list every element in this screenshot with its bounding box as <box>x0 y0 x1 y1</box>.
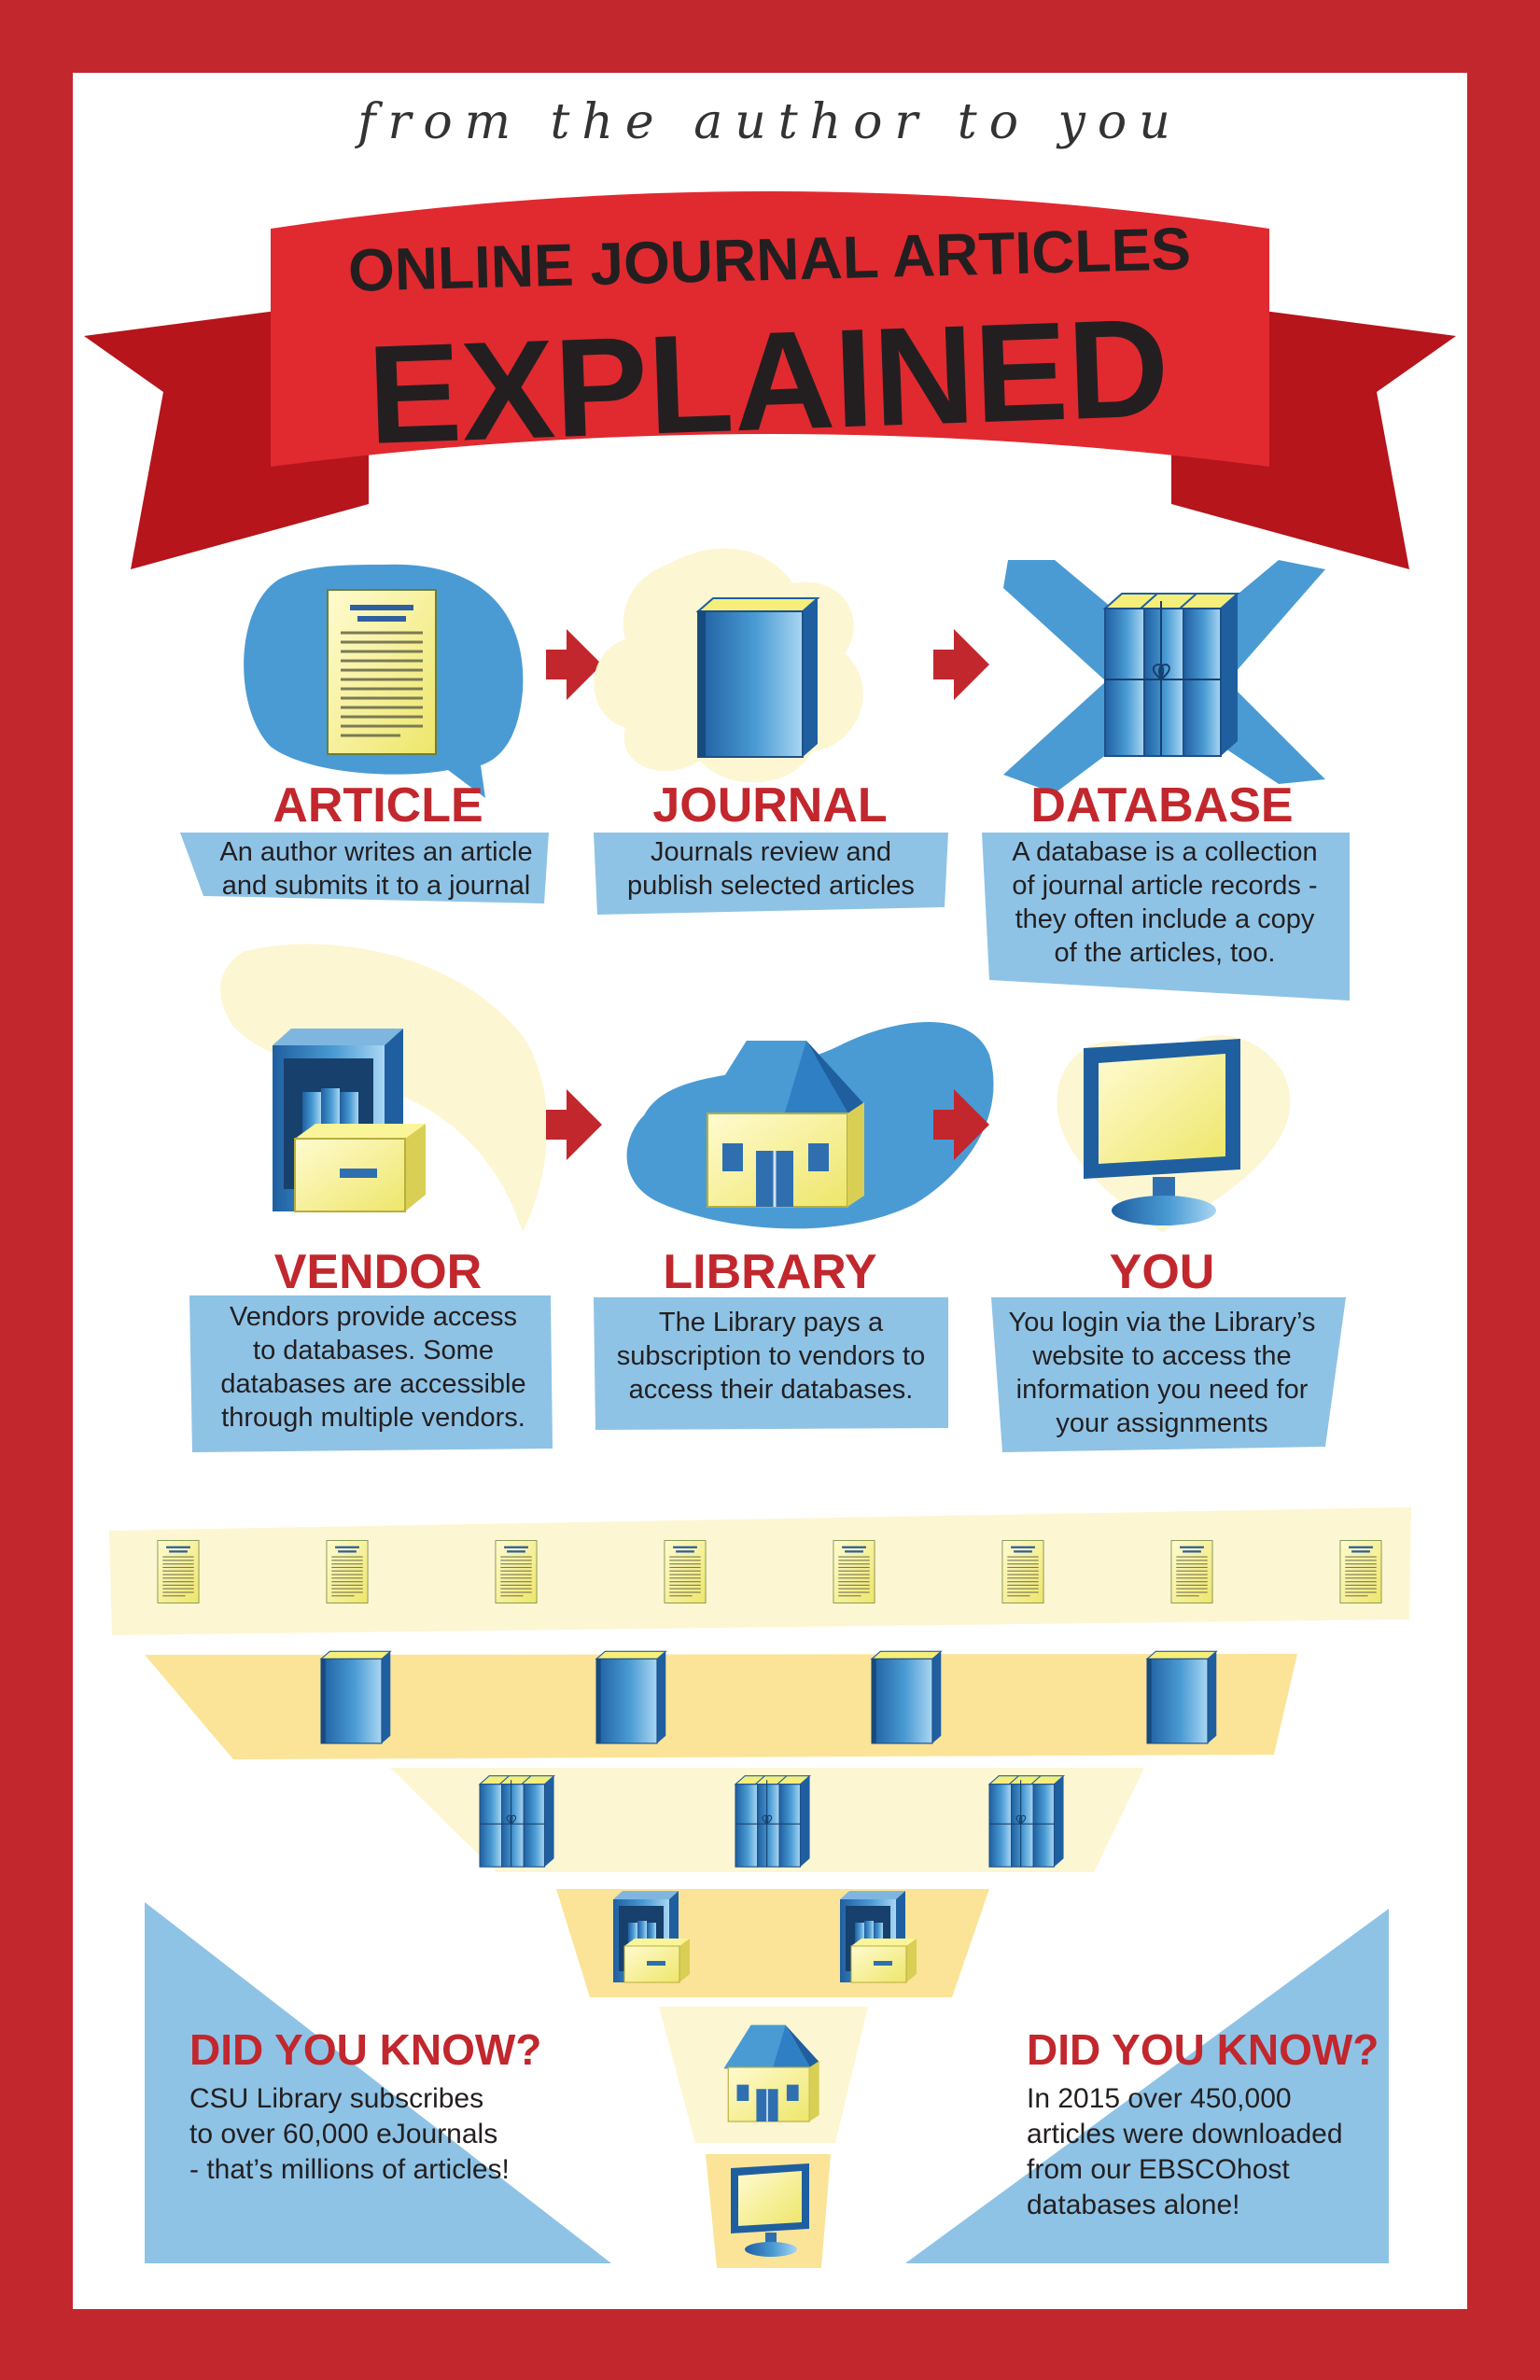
filing-cabinet-icon <box>272 1028 427 1212</box>
step-you: YOU You login via the Library’s website … <box>991 1035 1346 1452</box>
desc-box <box>594 833 948 915</box>
book-icon <box>320 1650 391 1744</box>
desc-line: to databases. Some <box>253 1336 494 1365</box>
desc-box <box>189 1295 553 1452</box>
fact-right: DID YOU KNOW? In 2015 over 450,000 artic… <box>905 1909 1389 2263</box>
document-icon <box>326 1539 369 1604</box>
title-line-2: EXPLAINED <box>365 288 1171 473</box>
book-bundle-icon <box>988 1775 1065 1868</box>
fact-title: DID YOU KNOW? <box>1027 2025 1379 2074</box>
step-library: LIBRARY The Library pays a subscription … <box>594 1022 994 1430</box>
document-icon <box>157 1539 200 1604</box>
desc-box <box>982 833 1350 1001</box>
document-icon <box>664 1539 707 1604</box>
document-icon <box>326 588 438 756</box>
fact-triangle <box>145 1902 611 2263</box>
fact-line: from our EBSCOhost <box>1027 2154 1290 2185</box>
funnel <box>109 1507 1411 2268</box>
fact-line: CSU Library subscribes <box>189 2083 483 2114</box>
title-ribbon: ONLINE JOURNAL ARTICLES EXPLAINED <box>84 191 1456 569</box>
desc-line: and submits it to a journal <box>222 871 530 901</box>
desc-box <box>594 1297 948 1430</box>
step-article: ARTICLE An author writes an article and … <box>180 564 549 903</box>
book-icon <box>1146 1650 1217 1744</box>
filing-cabinet-icon <box>839 1890 917 1983</box>
filing-cabinet-icon <box>612 1890 691 1983</box>
book-icon <box>871 1650 942 1744</box>
desc-line: A database is a collection <box>1012 837 1317 867</box>
fact-title: DID YOU KNOW? <box>189 2025 541 2074</box>
step-title: DATABASE <box>1030 778 1293 833</box>
fact-triangle <box>905 1909 1389 2263</box>
step-journal: JOURNAL Journals review and publish sele… <box>594 548 948 915</box>
desc-line: of the articles, too. <box>1055 938 1276 968</box>
desc-line: website to access the <box>1031 1341 1291 1371</box>
desc-line: publish selected articles <box>627 871 915 901</box>
document-icon <box>495 1539 538 1604</box>
desc-line: access their databases. <box>629 1375 914 1405</box>
fact-line: to over 60,000 eJournals <box>189 2119 497 2149</box>
step-title: ARTICLE <box>273 778 483 833</box>
desc-line: Vendors provide access <box>230 1302 517 1332</box>
document-icon <box>833 1539 875 1604</box>
desc-line: through multiple vendors. <box>221 1403 525 1433</box>
document-icon <box>1001 1539 1044 1604</box>
funnel-band-journals <box>145 1654 1297 1759</box>
funnel-band-articles <box>109 1507 1411 1635</box>
book-icon <box>697 597 819 758</box>
desc-line: You login via the Library’s <box>1009 1308 1316 1337</box>
book-icon <box>595 1650 666 1744</box>
step-vendor: VENDOR Vendors provide access to databas… <box>189 944 553 1452</box>
desc-line: An author writes an article <box>219 837 532 867</box>
step-title: VENDOR <box>274 1245 482 1299</box>
book-bundle-icon <box>1104 593 1239 757</box>
book-bundle-icon <box>479 1775 555 1868</box>
ribbon-banner <box>271 191 1269 467</box>
desc-line: databases are accessible <box>220 1369 525 1399</box>
desc-line: Journals review and <box>651 837 891 867</box>
fact-line: In 2015 over 450,000 <box>1027 2083 1292 2114</box>
fact-left: DID YOU KNOW? CSU Library subscribes to … <box>145 1902 611 2263</box>
fact-line: databases alone! <box>1027 2190 1240 2220</box>
tagline: from the author to you <box>354 94 1182 150</box>
desc-box <box>991 1297 1346 1452</box>
step-database: DATABASE A database is a collection of j… <box>982 560 1350 1001</box>
desc-line: The Library pays a <box>659 1308 884 1337</box>
fact-line: - that’s millions of articles! <box>189 2154 510 2185</box>
step-title: LIBRARY <box>663 1245 876 1299</box>
step-title: JOURNAL <box>652 778 887 833</box>
fact-line: articles were downloaded <box>1027 2119 1343 2149</box>
desc-line: of journal article records - <box>1012 871 1317 901</box>
document-icon <box>1170 1539 1213 1604</box>
desc-line: subscription to vendors to <box>617 1341 925 1371</box>
book-bundle-icon <box>735 1775 811 1868</box>
desc-line: they often include a copy <box>1015 904 1315 934</box>
desc-box <box>180 833 549 903</box>
desc-line: your assignments <box>1056 1408 1267 1438</box>
document-icon <box>1339 1539 1382 1604</box>
step-title: YOU <box>1110 1245 1215 1299</box>
desc-line: information you need for <box>1016 1375 1309 1405</box>
